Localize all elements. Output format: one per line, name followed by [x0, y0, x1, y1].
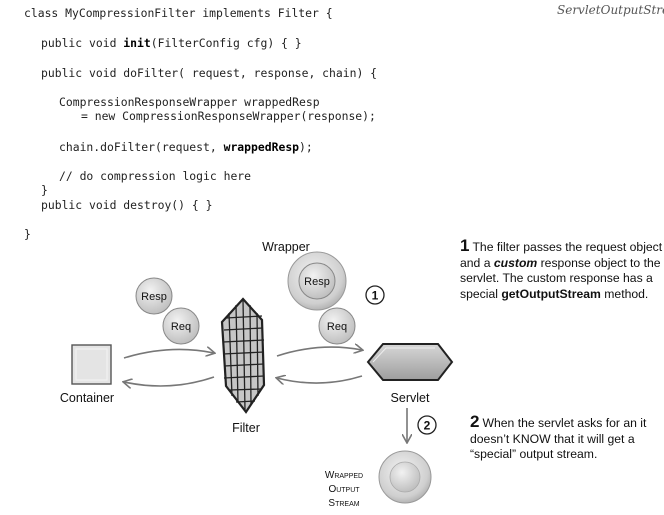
note-2-number: 2 [470, 412, 480, 431]
wrapper-resp-label: Resp [304, 276, 330, 288]
servlet-shape [366, 343, 454, 381]
req-label: Req [171, 321, 191, 333]
arrow-filter-to-servlet [276, 347, 362, 357]
arrow-servlet-to-filter [277, 376, 363, 383]
wrapper-label: Wrapper [262, 240, 310, 254]
code-line-init: public void init(FilterConfig cfg) { } [41, 36, 302, 50]
svg-text:1: 1 [372, 289, 379, 303]
code-line-chain: chain.doFilter(request, wrappedResp); [59, 140, 313, 154]
wrapper-req-ball: Req [318, 307, 356, 345]
handwritten-label: ServletOutputStre [557, 3, 664, 17]
code-line-close-method: } [41, 183, 48, 197]
code-line-comment: // do compression logic here [59, 169, 252, 183]
code-line-close-class: } [24, 227, 31, 241]
stream-label-line3: Stream [328, 498, 359, 509]
wrapper-req-label: Req [327, 321, 347, 333]
stream-label-line1: Wrapped [325, 470, 363, 481]
arrow-container-to-filter [123, 349, 214, 359]
svg-text:2: 2 [424, 419, 431, 433]
code-line-wrapper-new: = new CompressionResponseWrapper(respons… [81, 109, 376, 123]
wrapped-output-stream-ball [378, 450, 432, 504]
step-1-marker: 1 [365, 285, 385, 305]
filter-shape [220, 297, 266, 414]
req-ball: Req [162, 307, 200, 345]
container-label: Container [60, 391, 114, 405]
filter-label: Filter [232, 421, 260, 435]
servlet-label: Servlet [391, 391, 430, 405]
stream-label-line2: Output [328, 484, 360, 495]
container-box [71, 344, 112, 385]
wrapper-ball: Resp [287, 251, 347, 311]
code-line-dofilter: public void doFilter( request, response,… [41, 66, 378, 80]
code-line-destroy: public void destroy() { } [41, 198, 213, 212]
code-line-class: class MyCompressionFilter implements Fil… [24, 6, 333, 20]
step-2-marker: 2 [417, 415, 437, 435]
note-1-number: 1 [460, 236, 470, 255]
code-line-wrapper-decl: CompressionResponseWrapper wrappedResp [59, 95, 320, 109]
resp-ball: Resp [135, 277, 173, 315]
arrow-filter-to-container [124, 376, 215, 386]
code-listing: class MyCompressionFilter implements Fil… [0, 0, 377, 241]
resp-label: Resp [141, 291, 167, 303]
